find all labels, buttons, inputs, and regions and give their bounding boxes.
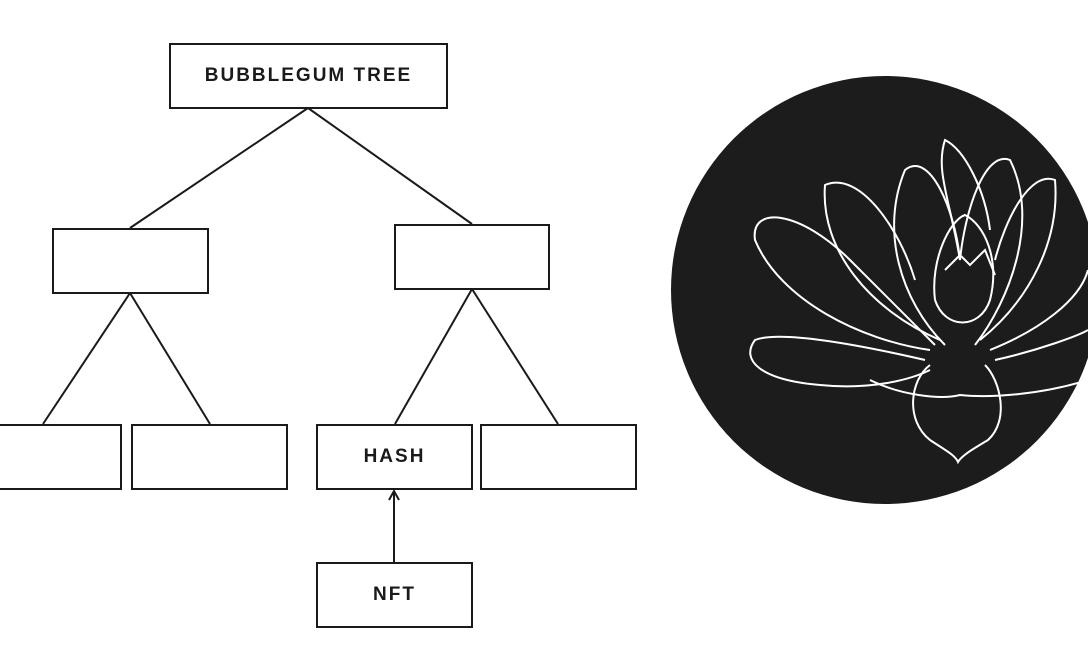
leaf-node-2 [131,424,288,490]
edge-root-right [307,107,473,225]
root-node-label: BUBBLEGUM TREE [204,65,413,86]
lotus-icon [749,138,1088,465]
nft-label: NFT [373,584,416,605]
arrow-head-icon [388,488,400,501]
nft-node: NFT [316,562,473,628]
leaf-node-1 [0,424,122,490]
hash-label: HASH [363,446,426,467]
edge-left-leaf2 [129,292,211,425]
edge-left-leaf1 [42,292,131,425]
root-node-bubblegum-tree: BUBBLEGUM TREE [169,43,448,109]
edge-right-leaf4 [471,288,559,425]
leaf-node-4 [480,424,637,490]
edge-right-hash [394,288,473,425]
edge-root-left [129,107,309,229]
tree-node-left [52,228,209,294]
tree-node-right [394,224,550,290]
leaf-node-hash: HASH [316,424,473,490]
